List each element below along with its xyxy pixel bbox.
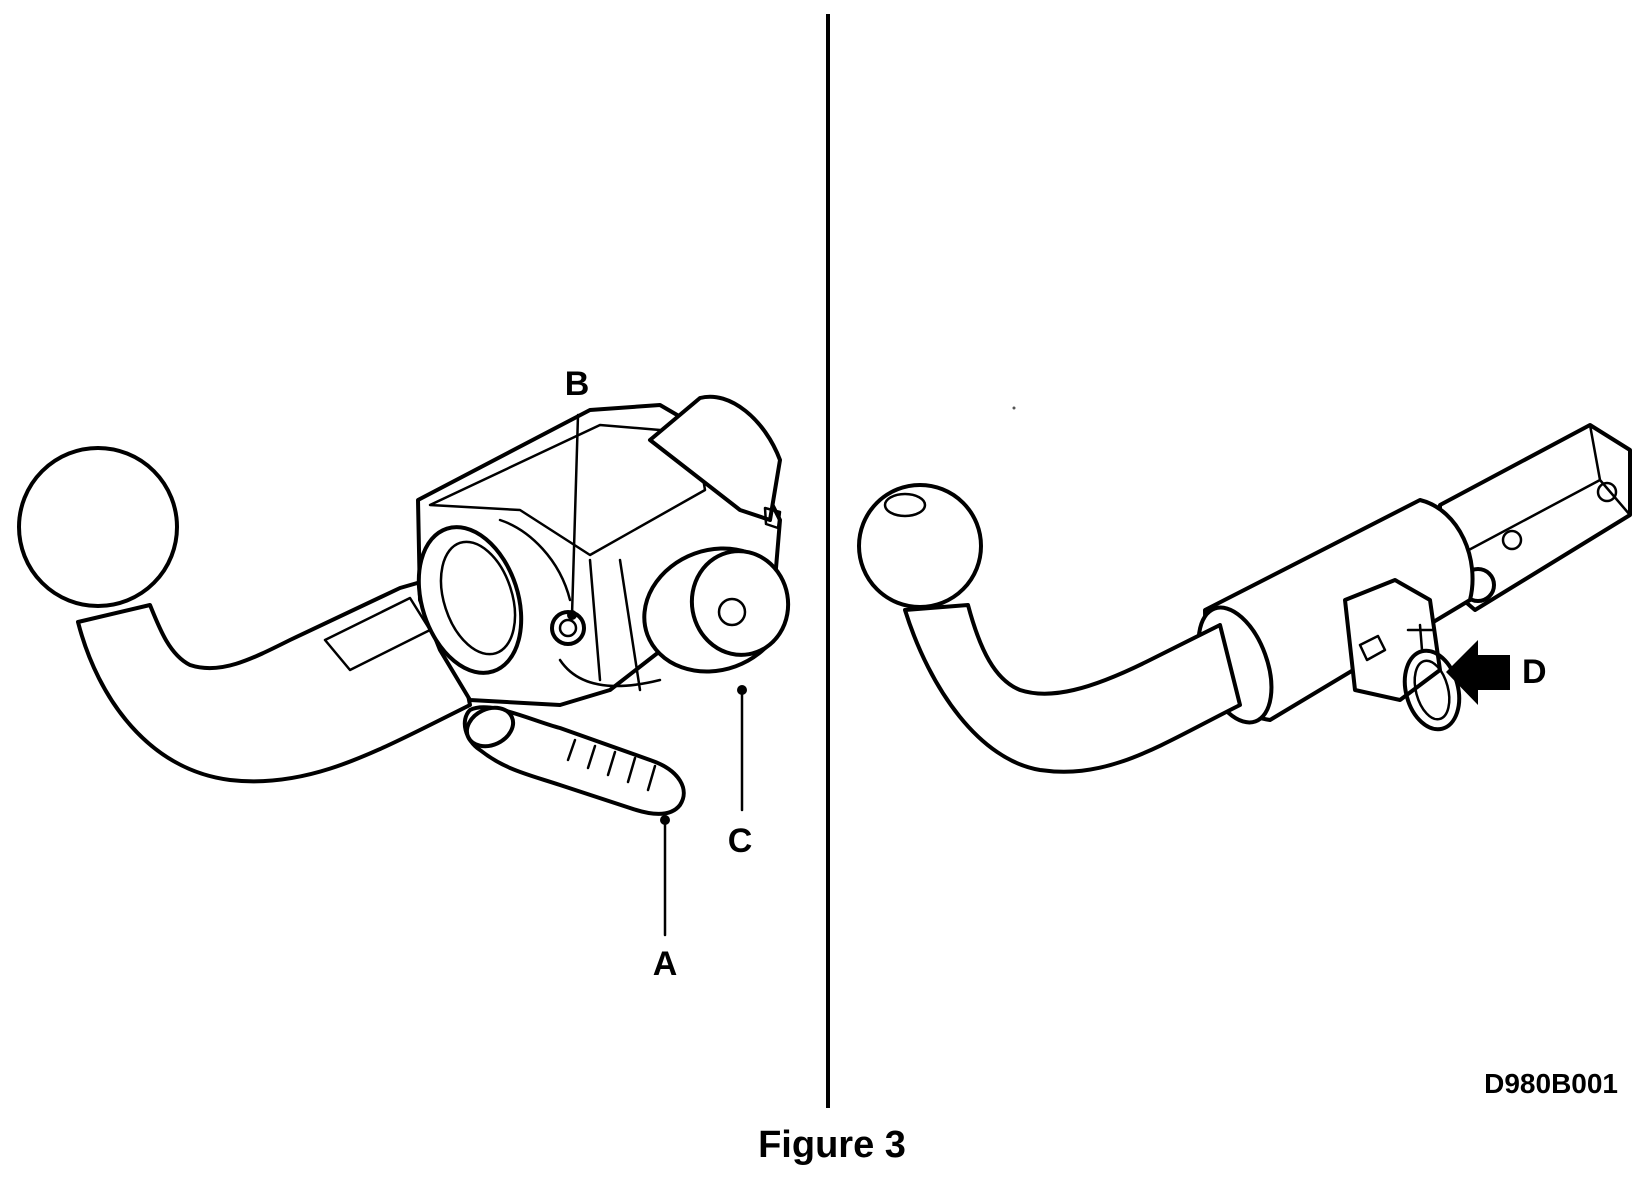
right-tow-ball-highlight	[883, 492, 927, 518]
callout-c: C	[728, 685, 753, 860]
callout-d: D	[1446, 640, 1547, 705]
right-receiver-edge	[1448, 423, 1632, 562]
left-rear-mount-tab	[763, 506, 782, 530]
right-towbar-assembly	[857, 423, 1632, 774]
right-clip-stem	[1406, 623, 1434, 652]
left-tow-neck	[76, 573, 472, 784]
figure-caption: Figure 3	[758, 1124, 906, 1166]
callout-label-c: C	[728, 822, 753, 860]
right-spring-ring-inner	[1413, 659, 1451, 721]
callout-b: B	[565, 365, 590, 620]
left-towbar-assembly	[17, 394, 791, 816]
left-indicator-screw-inner	[558, 618, 578, 638]
left-lever-pivot	[464, 705, 516, 749]
right-tow-neck	[903, 603, 1242, 774]
left-housing-detail	[498, 518, 662, 692]
right-tow-ball	[857, 483, 983, 609]
figure-reference-code: D980B001	[1484, 1068, 1618, 1099]
left-rear-mount	[648, 394, 782, 522]
callout-label-d: D	[1522, 653, 1547, 691]
right-receiver-hole-2	[1596, 481, 1618, 503]
left-lever-grip-ridges	[566, 738, 657, 792]
right-receiver-hole-1	[1501, 529, 1523, 551]
callout-d-arrow	[1446, 640, 1510, 705]
left-collar-inner	[439, 540, 517, 656]
left-tow-ball	[17, 446, 179, 608]
callout-label-a: A	[653, 945, 678, 983]
stray-mark	[1012, 406, 1016, 410]
left-lock-keyhole	[717, 597, 747, 627]
callout-a: A	[653, 815, 678, 983]
callout-label-b: B	[565, 365, 590, 403]
right-clamp-slot	[1358, 634, 1387, 662]
left-release-lever	[462, 705, 686, 816]
right-clamp-bracket	[1343, 578, 1442, 702]
